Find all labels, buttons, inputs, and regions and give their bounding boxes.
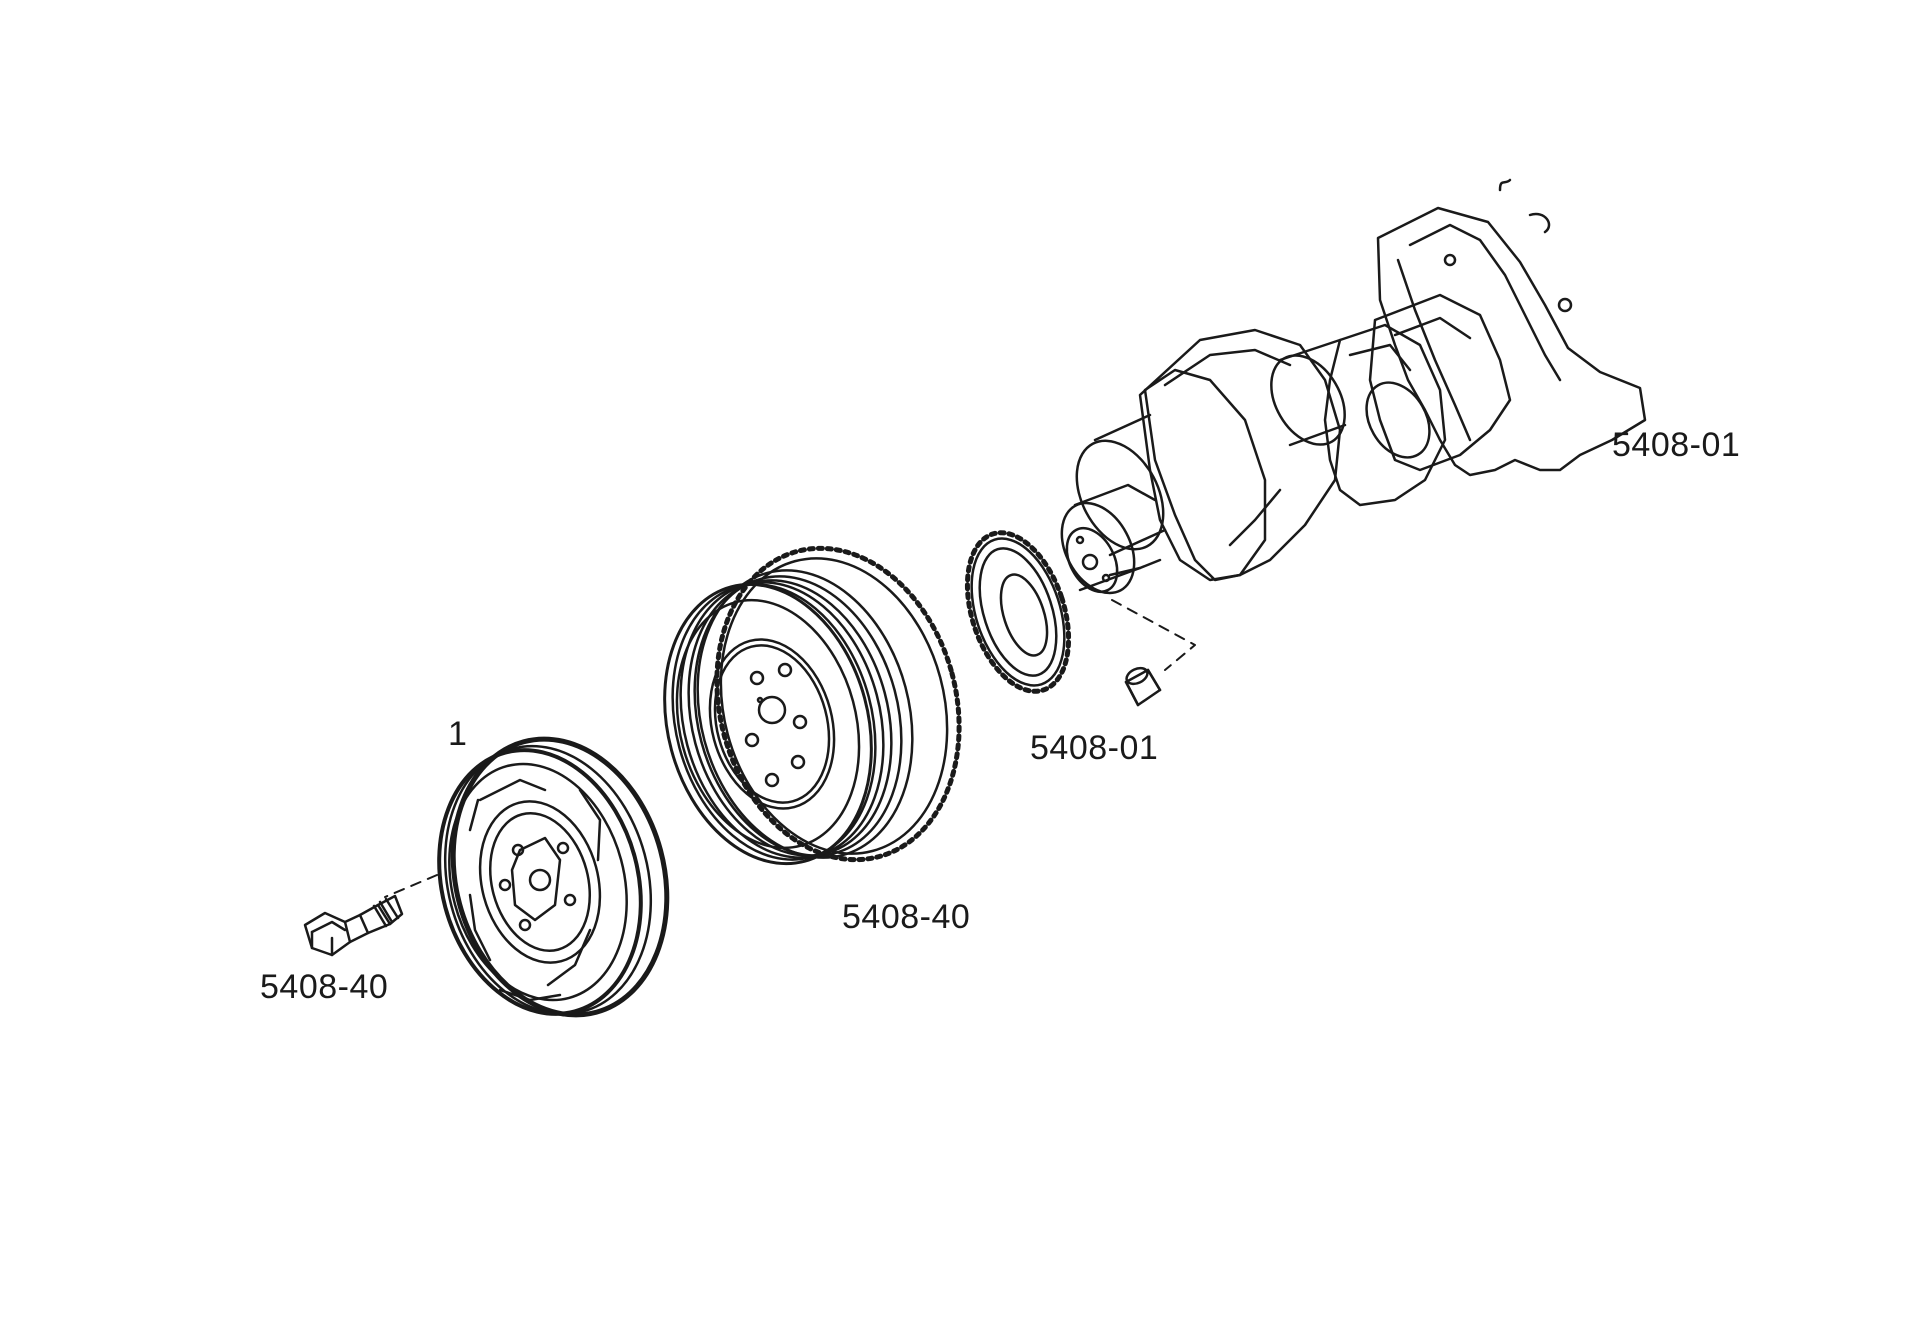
vibration-damper-drawing bbox=[663, 545, 962, 866]
woodruff-key-drawing bbox=[1124, 666, 1162, 707]
callout-pulley-bolt: 5408-40 bbox=[260, 968, 389, 1006]
pulley-drawing bbox=[384, 736, 670, 1018]
timing-sprocket-drawing bbox=[964, 530, 1072, 694]
callout-woodruff-key: 5408-01 bbox=[1030, 729, 1159, 767]
pulley-bolt-drawing bbox=[303, 894, 404, 957]
callout-vibration-damper: 5408-40 bbox=[842, 898, 971, 936]
callout-pulley: 1 bbox=[448, 715, 468, 753]
callout-crankshaft: 5408-01 bbox=[1612, 426, 1741, 464]
crankshaft-drawing bbox=[1060, 178, 1647, 671]
